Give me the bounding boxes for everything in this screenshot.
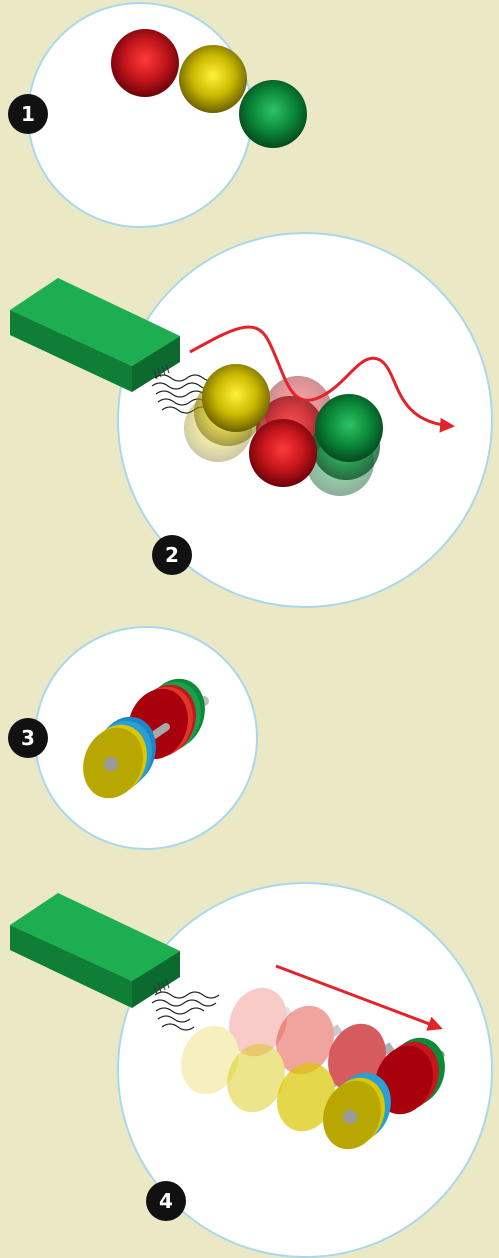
panel-1 xyxy=(27,2,307,228)
yellow-sphere-icon xyxy=(179,45,247,113)
laser-device-icon xyxy=(10,893,180,1008)
panel-4 xyxy=(10,882,493,1258)
step-badge-3: 3 xyxy=(8,718,48,758)
particle-cluster-icon xyxy=(184,364,383,496)
molecule-dumbbell-icon xyxy=(83,678,209,799)
laser-device-icon xyxy=(10,278,180,392)
panel-2 xyxy=(10,232,493,608)
step-badge-4: 4 xyxy=(146,1181,186,1221)
step-number-3: 3 xyxy=(21,726,35,750)
step-number-1: 1 xyxy=(21,102,35,126)
panel-3 xyxy=(34,626,258,850)
green-sphere-icon xyxy=(239,80,307,148)
molecule-motion-sequence-icon xyxy=(181,987,445,1150)
step-number-2: 2 xyxy=(165,543,179,567)
trajectory-arrow-icon xyxy=(189,325,455,433)
red-sphere-icon xyxy=(111,29,179,97)
step-number-4: 4 xyxy=(159,1189,173,1213)
step-badge-2: 2 xyxy=(152,535,192,575)
step-badge-1: 1 xyxy=(8,94,48,134)
direction-arrow-icon xyxy=(275,964,443,1031)
light-waves-icon xyxy=(151,991,220,1031)
